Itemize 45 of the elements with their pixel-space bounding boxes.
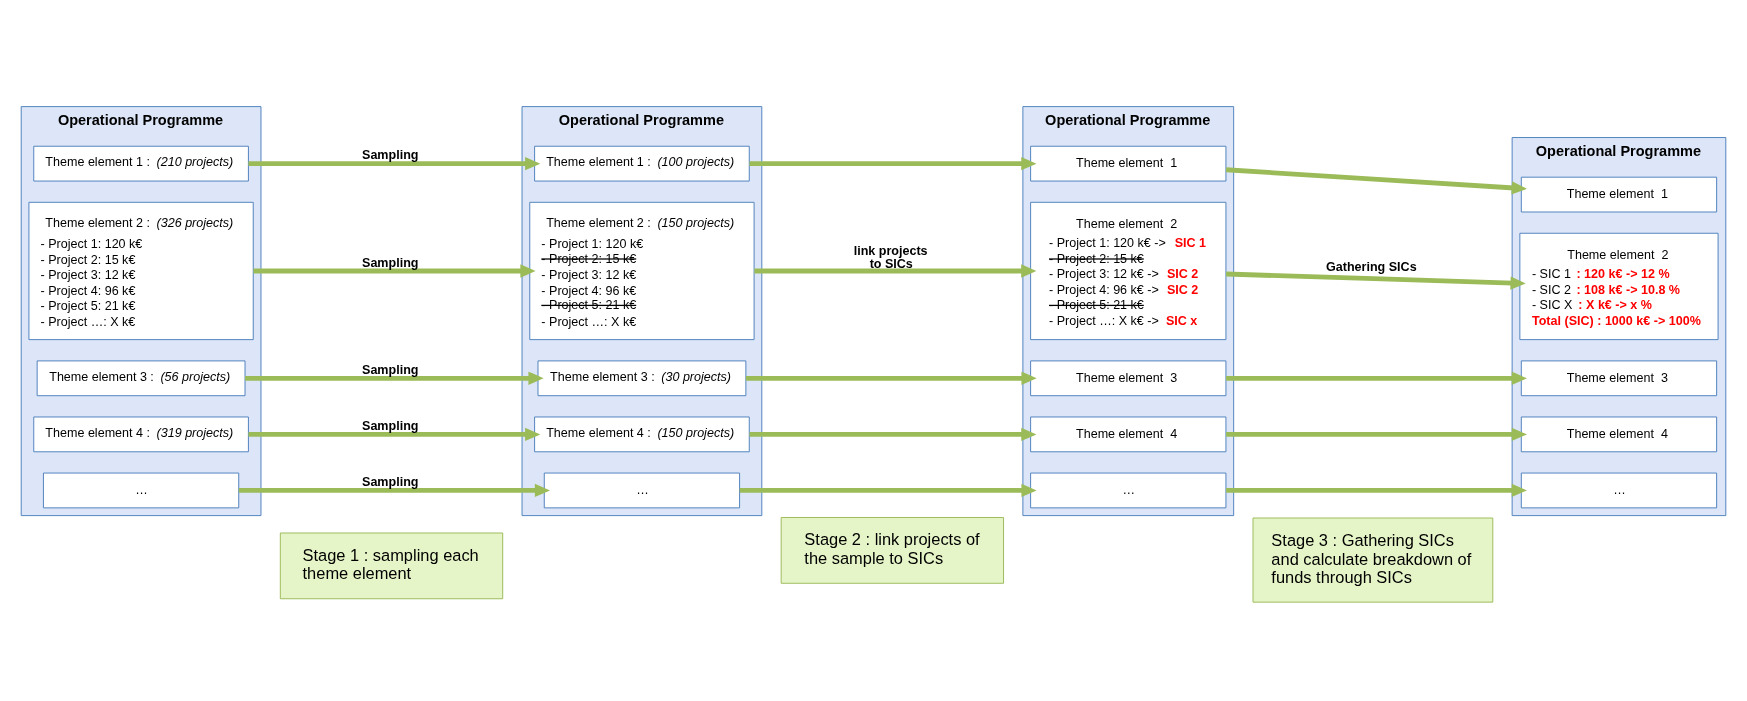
node-box: Theme element 1 — [1520, 176, 1718, 213]
edge-label: Sampling — [362, 418, 419, 433]
arrow — [749, 427, 1037, 442]
node-box: Theme element 2 - Project 1: 120 k€ -> SIC 1 - Project 2: 15 k€ - Project 3: 12 k€ -> SIC 2 - Project 4: 96 k€ -> SIC 2 - Project 5: 21 k€ - Project …: X k€ -> SIC x — [1030, 201, 1227, 341]
arrow — [1226, 427, 1527, 442]
edge-label: Sampling — [362, 362, 419, 377]
edge-label: Sampling — [362, 475, 419, 490]
arrow — [745, 371, 1037, 385]
node-box: Theme element 3 : (56 projects) — [36, 360, 246, 397]
node-box: Theme element 1 : (210 projects) — [33, 145, 249, 182]
node-box: Theme element 4 — [1030, 416, 1227, 453]
arrow — [1226, 271, 1526, 290]
node-box: Theme element 1 — [1030, 145, 1227, 182]
arrow — [1226, 371, 1527, 385]
arrow — [238, 483, 551, 498]
arrow — [749, 157, 1037, 171]
edge-label: Sampling — [362, 148, 419, 163]
arrow — [739, 483, 1037, 498]
node-box: Theme element 2 : (326 projects) - Project 1: 120 k€ - Project 2: 15 k€ - Project 3: 12 k€ - Project 4: 96 k€ - Project 5: 21 k€ - Project …: X k€ — [28, 201, 254, 341]
edge-label: Sampling — [362, 255, 419, 270]
arrow — [1226, 483, 1527, 498]
edge-label: Gathering SICs — [1326, 260, 1417, 275]
node-box: … — [42, 472, 240, 509]
edge-label: link projects to SICs — [853, 243, 928, 271]
node-box: Stage 2 : link projects of the sample to SICs — [780, 517, 1005, 584]
node-box: Stage 3 : Gathering SICs and calculate breakdown of funds through SICs — [1252, 517, 1494, 603]
node-box: … — [1030, 472, 1227, 509]
arrow — [245, 371, 544, 385]
node-box: Theme element 1 : (100 projects) — [534, 145, 750, 182]
arrow — [248, 157, 541, 171]
node-box: Theme element 4 : (150 projects) — [534, 416, 750, 453]
node-box: Theme element 3 : (30 projects) — [537, 360, 747, 397]
node-box: Stage 1 : sampling each theme element — [279, 532, 504, 600]
node-box: Theme element 3 — [1030, 360, 1227, 397]
arrow — [248, 427, 541, 442]
node-box: Theme element 4 — [1520, 416, 1718, 453]
arrow — [253, 264, 536, 278]
arrow — [754, 264, 1037, 278]
node-box: Theme element 4 : (319 projects) — [33, 416, 249, 453]
arrow — [1225, 167, 1527, 195]
node-box: … — [1520, 472, 1718, 509]
node-box: Theme element 2 - SIC 1 : 120 k€ -> 12 % - SIC 2 : 108 k€ -> 10.8 % - SIC X : X k€ -> x % Total (SIC) : 1000 k€ -> 100% — [1519, 232, 1719, 341]
node-box: Theme element 3 — [1520, 360, 1718, 397]
node-box: … — [543, 472, 741, 509]
node-box: Theme element 2 : (150 projects) - Project 1: 120 k€ - Project 2: 15 k€ - Project 3: 12 k€ - Project 4: 96 k€ - Project 5: 21 k€ - Project …: X k€ — [529, 201, 755, 341]
